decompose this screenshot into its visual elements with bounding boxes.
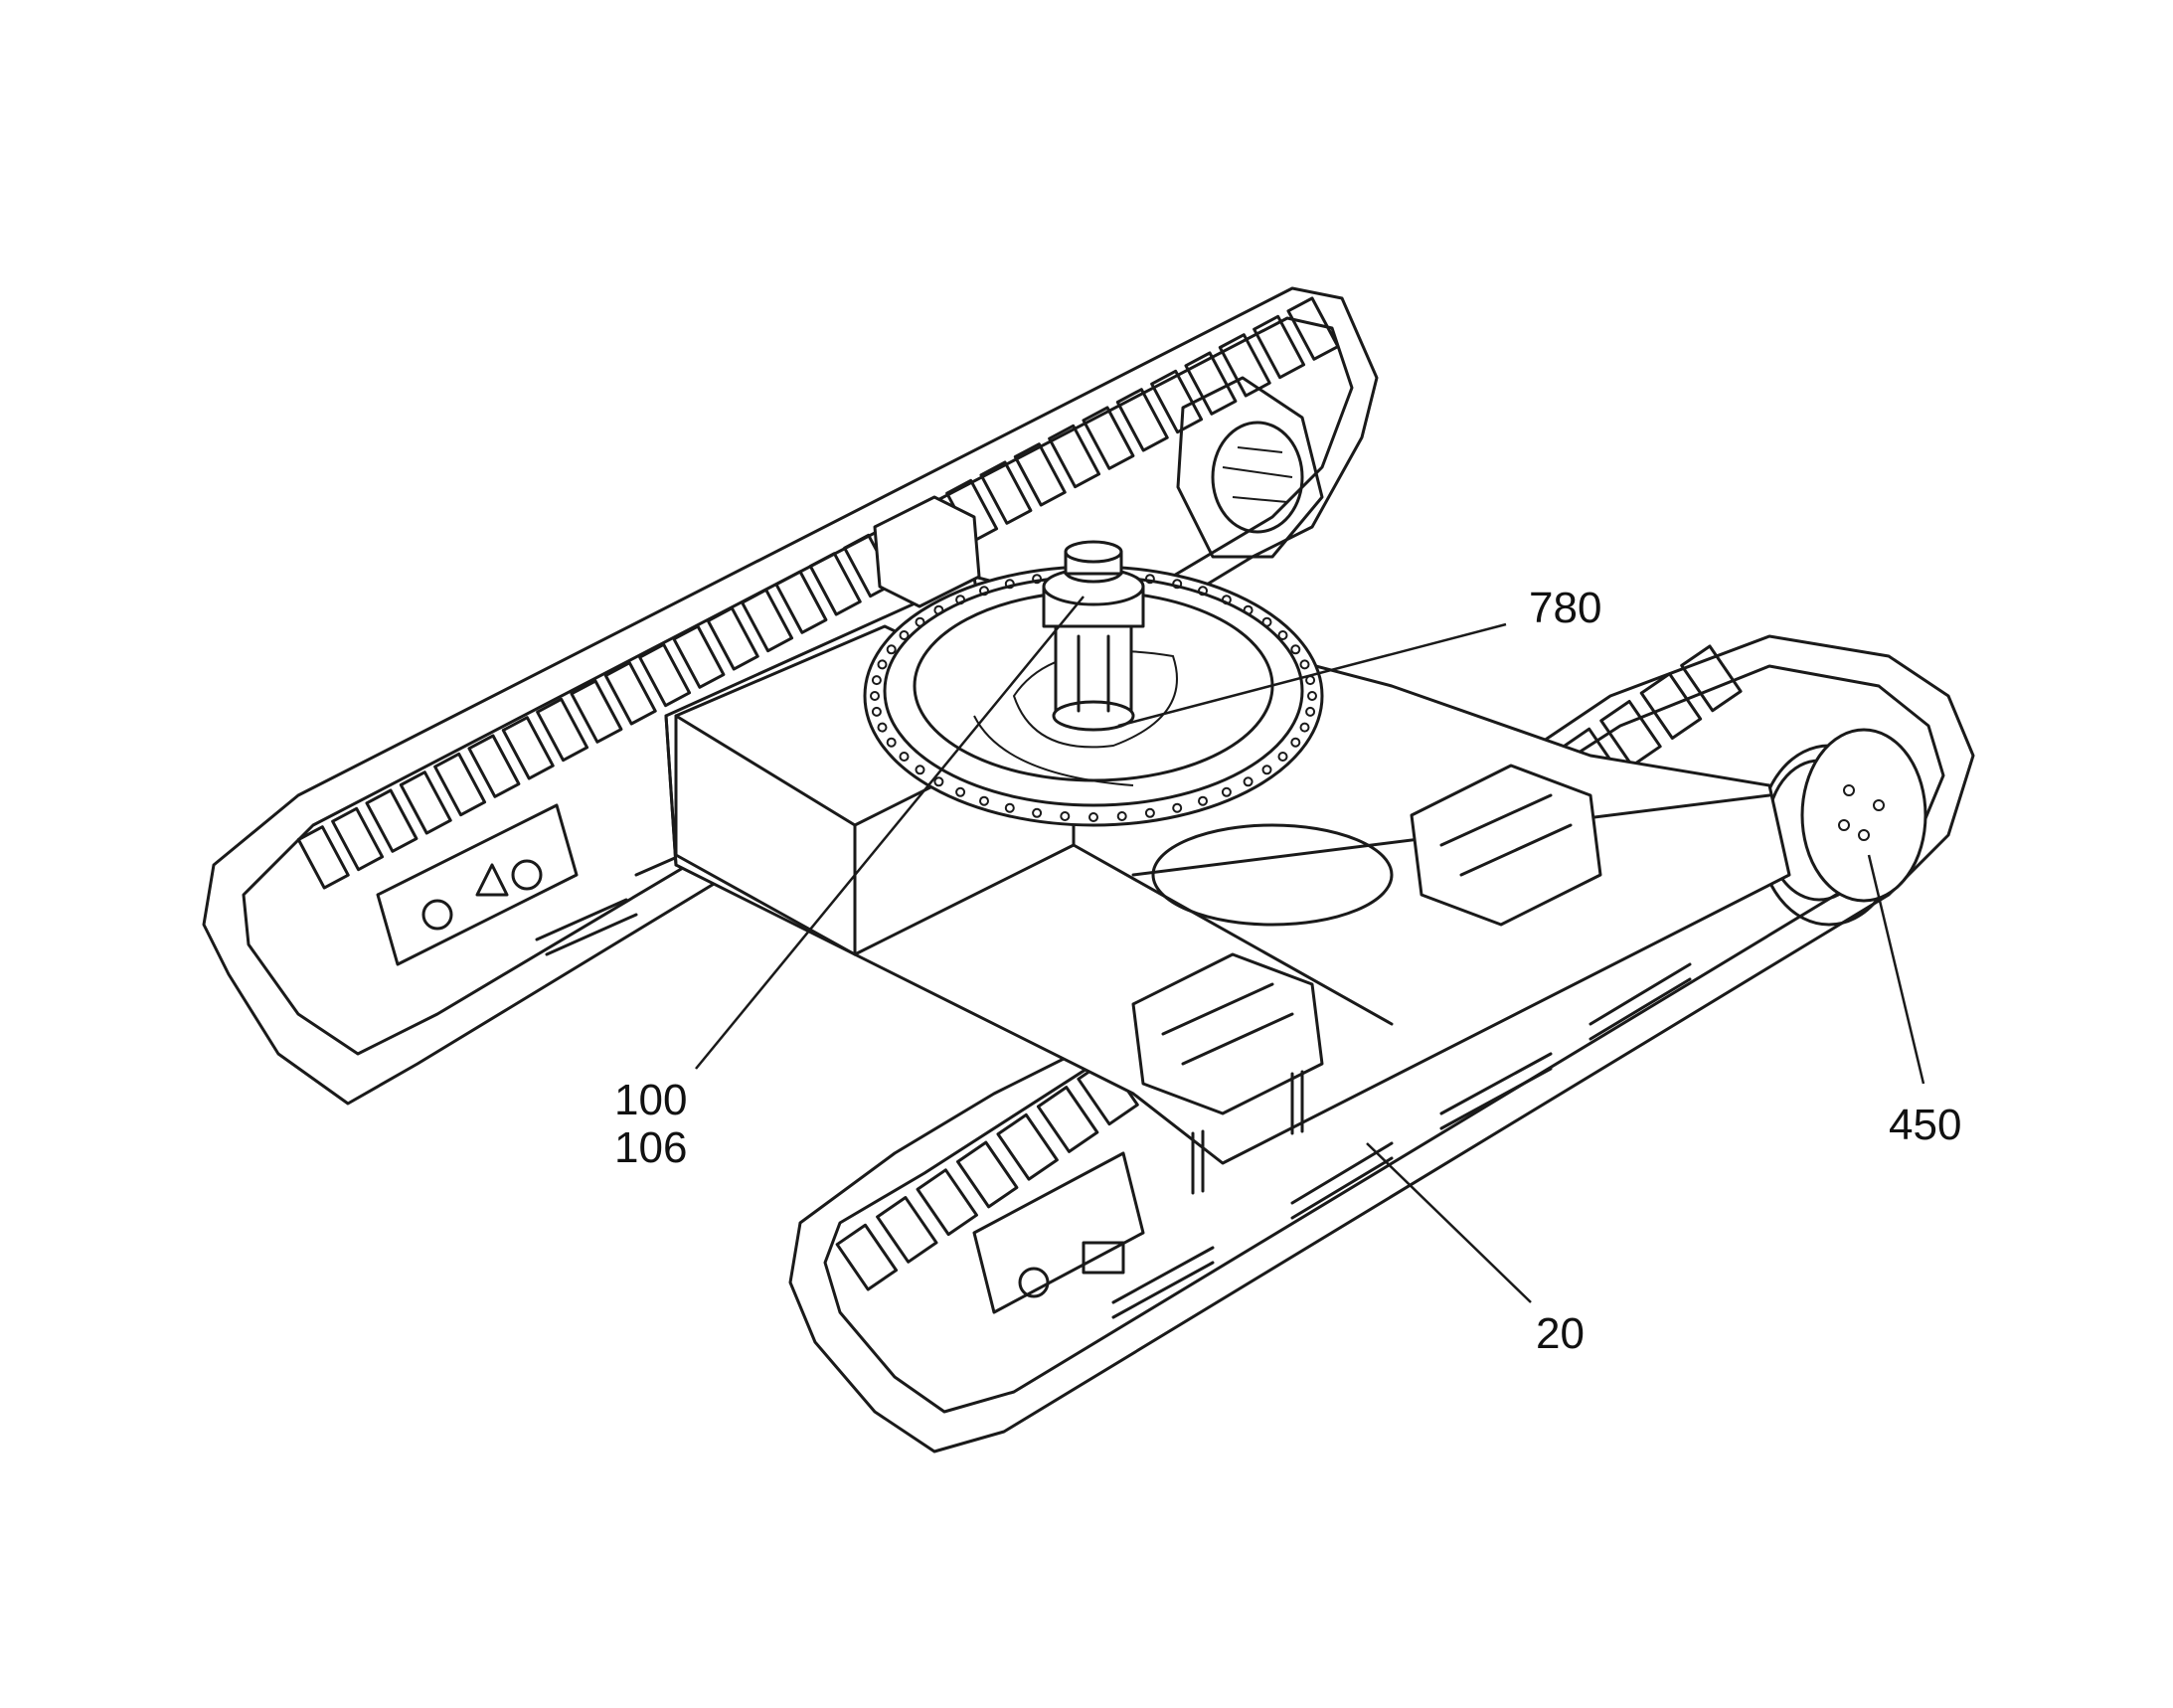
bolt-hole bbox=[979, 586, 989, 597]
bolt-hole bbox=[1261, 765, 1272, 775]
track-shoe bbox=[570, 679, 623, 744]
bolt-hole bbox=[871, 706, 882, 717]
bolt-hole bbox=[1198, 586, 1208, 597]
leader-780 bbox=[1117, 622, 1507, 728]
bolt-hole bbox=[1116, 811, 1127, 821]
leader-lines bbox=[695, 596, 1925, 1303]
bolt-hole bbox=[1144, 807, 1155, 818]
bolt-hole bbox=[979, 795, 989, 806]
bolt-hole bbox=[870, 691, 880, 701]
track-shoe bbox=[774, 570, 828, 634]
bolt-hole bbox=[1004, 802, 1015, 813]
bolt-hole bbox=[1198, 795, 1208, 806]
bolt-hole bbox=[915, 765, 925, 775]
track-shoe bbox=[365, 788, 418, 853]
bolt-hole bbox=[1172, 802, 1183, 813]
ring-bolt-holes bbox=[870, 570, 1317, 822]
track-shoe bbox=[672, 624, 726, 689]
label-20: 20 bbox=[1536, 1309, 1585, 1358]
bolt-hole bbox=[1290, 737, 1301, 748]
bolt-hole bbox=[899, 752, 910, 762]
track-shoe bbox=[835, 1223, 899, 1291]
leader-450 bbox=[1867, 854, 1925, 1085]
track-shoe bbox=[1115, 388, 1169, 452]
track-shoe bbox=[1639, 672, 1703, 741]
bolt-hole bbox=[899, 630, 910, 640]
bolt-hole bbox=[871, 675, 882, 686]
bolt-hole bbox=[1004, 579, 1015, 590]
label-780: 780 bbox=[1529, 584, 1602, 632]
track-shoe bbox=[876, 1196, 938, 1264]
track-shoe bbox=[467, 734, 521, 798]
bolt-hole bbox=[1032, 574, 1043, 585]
bolt-hole bbox=[1088, 812, 1098, 822]
track-shoe bbox=[1036, 1086, 1099, 1153]
track-shoe bbox=[296, 825, 350, 890]
track-shoe bbox=[433, 752, 487, 817]
track-shoe bbox=[956, 1140, 1019, 1209]
center-swivel-joint bbox=[1042, 540, 1145, 732]
track-shoe bbox=[1286, 296, 1340, 361]
bolt-hole bbox=[1299, 722, 1310, 733]
track-shoe bbox=[1599, 699, 1662, 768]
track-shoe bbox=[536, 697, 589, 763]
label-106: 106 bbox=[614, 1123, 688, 1172]
track-shoe bbox=[979, 460, 1033, 525]
bolt-hole bbox=[1290, 644, 1301, 655]
leader-100 bbox=[695, 596, 1085, 1070]
track-shoe bbox=[1082, 406, 1135, 470]
track-shoe bbox=[603, 661, 657, 726]
bolt-hole bbox=[1305, 706, 1316, 717]
bolt-hole bbox=[1221, 786, 1232, 797]
bolt-hole bbox=[877, 722, 888, 733]
track-shoe bbox=[916, 1168, 978, 1237]
label-100: 100 bbox=[614, 1076, 688, 1124]
track-shoe bbox=[1680, 644, 1743, 713]
bolt-hole bbox=[933, 776, 944, 787]
track-shoe bbox=[808, 552, 862, 616]
bolt-hole bbox=[1060, 811, 1071, 821]
track-shoe bbox=[1253, 314, 1306, 380]
bolt-hole bbox=[1261, 616, 1272, 627]
track-shoe bbox=[638, 642, 692, 708]
track-shoe bbox=[1048, 424, 1101, 489]
bolt-hole bbox=[886, 737, 897, 748]
bolt-hole bbox=[1243, 604, 1254, 615]
label-450: 450 bbox=[1889, 1101, 1962, 1149]
track-shoe bbox=[1013, 442, 1067, 507]
bolt-hole bbox=[1032, 807, 1043, 818]
bolt-hole bbox=[1277, 752, 1288, 762]
bolt-hole bbox=[877, 659, 888, 670]
track-shoe bbox=[996, 1112, 1059, 1181]
track-shoe bbox=[399, 770, 452, 835]
track-shoe bbox=[706, 606, 759, 671]
bolt-hole bbox=[1299, 659, 1310, 670]
bolt-hole bbox=[1243, 776, 1254, 787]
bolt-hole bbox=[1221, 595, 1232, 605]
bolt-hole bbox=[1307, 691, 1317, 701]
track-shoe bbox=[501, 716, 555, 780]
bolt-hole bbox=[1172, 579, 1183, 590]
track-shoe bbox=[741, 588, 794, 653]
bolt-hole bbox=[1277, 630, 1288, 640]
bolt-hole bbox=[886, 644, 897, 655]
track-shoe bbox=[1218, 333, 1271, 398]
drive-motor-hub bbox=[1757, 728, 1927, 927]
leader-20 bbox=[1366, 1142, 1532, 1303]
track-shoe bbox=[331, 806, 385, 872]
bolt-hole bbox=[955, 595, 966, 605]
bolt-hole bbox=[915, 616, 925, 627]
bolt-hole bbox=[955, 786, 966, 797]
bolt-hole bbox=[1144, 574, 1155, 585]
bolt-hole bbox=[933, 604, 944, 615]
